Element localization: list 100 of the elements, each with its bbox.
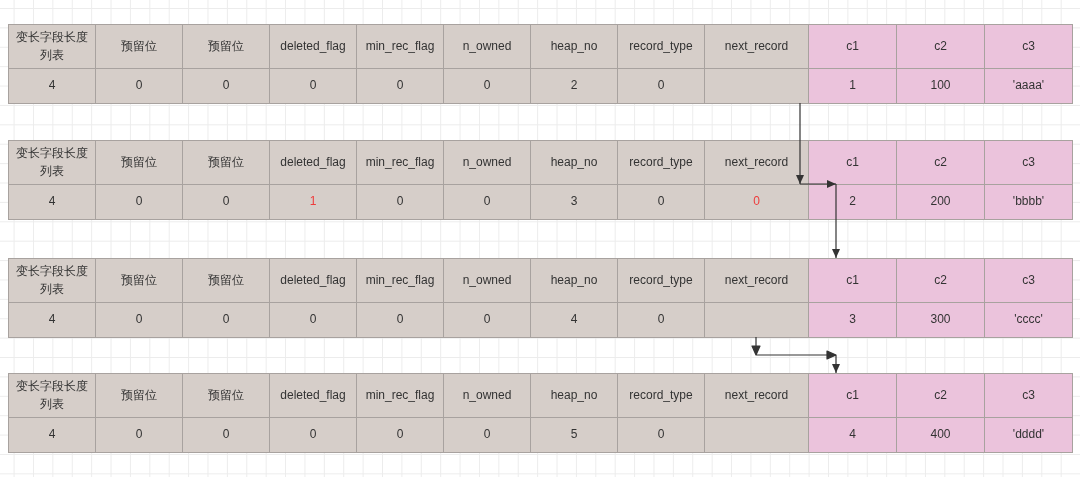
- arrow: [799, 180, 837, 188]
- value-cell: 4: [808, 417, 897, 453]
- value-cell: 0: [95, 184, 183, 220]
- header-cell: c1: [808, 258, 897, 303]
- value-cell: 4: [530, 302, 618, 338]
- value-cell: 0: [95, 302, 183, 338]
- header-cell: deleted_flag: [269, 258, 357, 303]
- value-cell: 4: [8, 68, 96, 104]
- value-cell: 'cccc': [984, 302, 1073, 338]
- header-cell: min_rec_flag: [356, 24, 444, 69]
- value-cell: 0: [269, 417, 357, 453]
- value-cell: 2: [530, 68, 618, 104]
- value-cell: 200: [896, 184, 985, 220]
- header-cell: c2: [896, 24, 985, 69]
- value-cell: 2: [808, 184, 897, 220]
- value-cell: 5: [530, 417, 618, 453]
- value-cell: 0: [95, 417, 183, 453]
- header-cell: 变长字段长度列表: [8, 24, 96, 69]
- value-cell: 4: [8, 302, 96, 338]
- header-cell: 预留位: [95, 373, 183, 418]
- value-cell: 0: [617, 302, 705, 338]
- value-cell: 0: [269, 68, 357, 104]
- header-cell: n_owned: [443, 24, 531, 69]
- header-cell: next_record: [704, 140, 809, 185]
- header-cell: 预留位: [182, 258, 270, 303]
- header-cell: c1: [808, 140, 897, 185]
- header-cell: heap_no: [530, 258, 618, 303]
- header-cell: next_record: [704, 24, 809, 69]
- value-cell: 0: [443, 417, 531, 453]
- arrow: [796, 102, 804, 185]
- header-cell: c2: [896, 373, 985, 418]
- header-cell: 预留位: [182, 373, 270, 418]
- header-cell: heap_no: [530, 373, 618, 418]
- value-cell: 0: [356, 68, 444, 104]
- header-cell: 预留位: [95, 24, 183, 69]
- value-cell: 0: [617, 68, 705, 104]
- header-cell: min_rec_flag: [356, 373, 444, 418]
- header-cell: c3: [984, 24, 1073, 69]
- value-cell: 400: [896, 417, 985, 453]
- value-cell: 3: [530, 184, 618, 220]
- value-cell: 0: [443, 302, 531, 338]
- value-cell: 0: [443, 184, 531, 220]
- header-cell: c3: [984, 140, 1073, 185]
- value-cell: 0: [182, 184, 270, 220]
- value-cell: 'dddd': [984, 417, 1073, 453]
- value-cell: 0: [182, 302, 270, 338]
- header-cell: next_record: [704, 258, 809, 303]
- value-cell: 0: [356, 184, 444, 220]
- value-cell: 0: [356, 417, 444, 453]
- value-cell: 1: [808, 68, 897, 104]
- arrow: [751, 336, 840, 374]
- header-cell: c3: [984, 373, 1073, 418]
- value-cell: 0: [269, 302, 357, 338]
- header-cell: heap_no: [530, 140, 618, 185]
- value-cell: 300: [896, 302, 985, 338]
- value-cell: 0: [617, 184, 705, 220]
- value-cell: 4: [8, 184, 96, 220]
- header-cell: record_type: [617, 24, 705, 69]
- header-cell: heap_no: [530, 24, 618, 69]
- value-cell: 3: [808, 302, 897, 338]
- header-cell: min_rec_flag: [356, 140, 444, 185]
- header-cell: record_type: [617, 373, 705, 418]
- header-cell: c1: [808, 24, 897, 69]
- header-cell: n_owned: [443, 140, 531, 185]
- value-cell: 0: [356, 302, 444, 338]
- header-cell: c2: [896, 258, 985, 303]
- value-cell: 4: [8, 417, 96, 453]
- header-cell: c1: [808, 373, 897, 418]
- header-cell: deleted_flag: [269, 140, 357, 185]
- header-cell: 变长字段长度列表: [8, 140, 96, 185]
- header-cell: c2: [896, 140, 985, 185]
- arrow: [832, 183, 840, 259]
- value-cell: 0: [443, 68, 531, 104]
- header-cell: deleted_flag: [269, 24, 357, 69]
- value-cell: 0: [182, 68, 270, 104]
- header-cell: record_type: [617, 258, 705, 303]
- header-cell: 变长字段长度列表: [8, 373, 96, 418]
- header-cell: 预留位: [182, 140, 270, 185]
- header-cell: deleted_flag: [269, 373, 357, 418]
- value-cell: 1: [269, 184, 357, 220]
- header-cell: min_rec_flag: [356, 258, 444, 303]
- header-cell: 变长字段长度列表: [8, 258, 96, 303]
- value-cell: 'bbbb': [984, 184, 1073, 220]
- value-cell: [704, 68, 809, 104]
- header-cell: c3: [984, 258, 1073, 303]
- header-cell: n_owned: [443, 373, 531, 418]
- value-cell: 'aaaa': [984, 68, 1073, 104]
- value-cell: [704, 417, 809, 453]
- value-cell: 0: [95, 68, 183, 104]
- header-cell: next_record: [704, 373, 809, 418]
- value-cell: [704, 302, 809, 338]
- value-cell: 0: [704, 184, 809, 220]
- value-cell: 0: [617, 417, 705, 453]
- value-cell: 0: [182, 417, 270, 453]
- header-cell: 预留位: [182, 24, 270, 69]
- header-cell: 预留位: [95, 140, 183, 185]
- header-cell: 预留位: [95, 258, 183, 303]
- header-cell: record_type: [617, 140, 705, 185]
- header-cell: n_owned: [443, 258, 531, 303]
- value-cell: 100: [896, 68, 985, 104]
